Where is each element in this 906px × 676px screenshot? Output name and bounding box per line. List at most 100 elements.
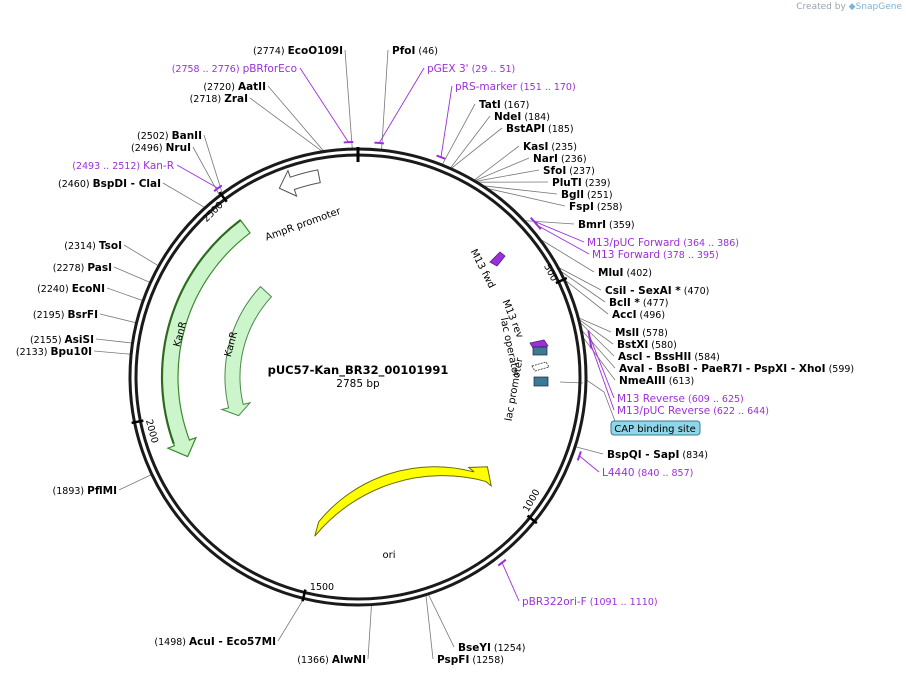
enzyme-leader-left-6 (123, 244, 160, 267)
enzyme-name: PspFI (437, 654, 469, 666)
enzyme-name: BspDI (93, 178, 127, 190)
enzyme-name: - XhoI (787, 363, 825, 375)
enzyme-name: AscI (618, 351, 643, 363)
primer-mark-8 (576, 451, 582, 461)
enzyme-leader-13 (557, 268, 606, 303)
bp-tick-label-1000: 1000 (521, 488, 543, 514)
enzyme-leader-4 (472, 145, 520, 182)
bp-tick-1500 (301, 589, 307, 602)
enzyme-name: - PaeR7I (690, 363, 743, 375)
enzyme-position: (477) (640, 298, 669, 309)
leader-lines (93, 49, 616, 660)
lac-promoter-label: lac promoter (504, 356, 526, 422)
credit-prefix: Created by (796, 2, 846, 12)
enzyme-position: (2496) (131, 143, 166, 154)
kanr-inner-arrow (220, 285, 273, 417)
primer-text: (151 .. 170) (517, 82, 576, 93)
enzyme-leader-12 (555, 265, 602, 291)
enzyme-name: FspI (569, 201, 594, 213)
enzyme-name: BclI * (609, 297, 640, 309)
primer-text: M13/pUC Reverse (617, 405, 710, 417)
ampr-promoter-label: AmpR promoter (264, 206, 343, 244)
enzyme-name: AsiSI (65, 334, 94, 346)
primer-label-prs-marker: pRS-marker (151 .. 170) (455, 81, 576, 93)
enzyme-label-bgli: BglI (251) (561, 189, 613, 201)
primer-label-pbr322ori-f: pBR322ori-F (1091 .. 1110) (522, 596, 658, 608)
enzyme-leader-11 (536, 236, 595, 273)
primer-mark-7 (588, 338, 593, 349)
m13-fwd-label: M13 fwd (468, 247, 497, 290)
enzyme-name: SfoI (543, 165, 566, 177)
enzyme-label-pasi: (2278) PasI (53, 262, 112, 274)
enzyme-label-acui: (1498) AcuI - Eco57MI (154, 636, 276, 648)
enzyme-name: - BssHII (643, 351, 692, 363)
primer-leader-0 (299, 67, 349, 143)
enzyme-leader-left-3 (203, 134, 224, 195)
enzyme-label-bcli: BclI * (477) (609, 297, 668, 309)
bp-tick-label-2500: 2500 (201, 200, 226, 225)
enzyme-name: MluI (598, 267, 623, 279)
primer-leader-7 (590, 343, 615, 411)
primer-mark-9 (497, 558, 507, 567)
primer-text: M13 Forward (592, 249, 660, 261)
bp-tick-500 (555, 276, 568, 285)
enzyme-leader-left-0 (344, 49, 353, 151)
enzyme-position: (359) (606, 220, 635, 231)
primer-leader-8 (579, 455, 600, 473)
enzyme-position: (402) (623, 268, 652, 279)
enzyme-label-acci: AccI (496) (612, 309, 665, 321)
primer-leader-9 (501, 562, 520, 602)
snapgene-credit: Created by ◆SnapGene (796, 2, 902, 12)
enzyme-name: - SexAI * (626, 285, 681, 297)
primer-text: L4440 (602, 467, 635, 479)
enzyme-name: BseYI (458, 642, 491, 654)
enzyme-name: CsiI (605, 285, 626, 297)
enzyme-leader-left-2 (249, 97, 325, 153)
primer-label-pgex-3-: pGEX 3' (29 .. 51) (427, 63, 515, 75)
enzyme-leader-left-10 (95, 338, 134, 344)
enzyme-leader-10 (522, 220, 575, 225)
enzyme-position: (2133) (16, 347, 51, 358)
enzyme-name: MslI (615, 327, 639, 339)
enzyme-leader-3 (449, 127, 503, 170)
enzyme-name: EcoNI (72, 283, 105, 295)
enzyme-position: (167) (501, 100, 530, 111)
enzyme-name: KasI (523, 141, 548, 153)
enzyme-name: PflMI (87, 485, 117, 497)
enzyme-label-ndei: NdeI (184) (494, 111, 550, 123)
enzyme-position: (236) (558, 154, 587, 165)
enzyme-label-asisi: (2155) AsiSI (30, 334, 94, 346)
credit-brand: SnapGene (855, 2, 902, 12)
primer-text: (378 .. 395) (660, 250, 719, 261)
primer-text: (29 .. 51) (469, 64, 516, 75)
enzyme-label-pluti: PluTI (239) (552, 177, 610, 189)
enzyme-position: (2195) (33, 310, 68, 321)
enzyme-name: BsrFI (67, 309, 98, 321)
bp-tick-1000 (526, 514, 538, 525)
enzyme-leader-left-1 (267, 85, 326, 153)
enzyme-name: - ClaI (127, 178, 161, 190)
enzyme-label-asci: AscI - BssHII (584) (618, 351, 720, 363)
enzyme-leader-left-14 (367, 603, 372, 660)
enzyme-leader-left-12 (118, 473, 153, 491)
primer-mark-1 (213, 184, 223, 192)
enzyme-label-nari: NarI (236) (533, 153, 587, 165)
enzyme-label-sfoi: SfoI (237) (543, 165, 595, 177)
bp-tick-2000 (131, 419, 144, 425)
plasmid-name: pUC57-Kan_BR32_00101991 (268, 363, 449, 378)
enzyme-leader-left-8 (106, 287, 145, 302)
ampr-promoter-arrow (278, 169, 321, 198)
primer-label-kan-r: (2493 .. 2512) Kan-R (72, 160, 174, 172)
bp-tick-2500 (218, 191, 228, 203)
enzyme-name: NdeI (494, 111, 521, 123)
primer-leader-1 (176, 164, 219, 189)
enzyme-label-msli: MslI (578) (615, 327, 668, 339)
enzyme-leader-15 (576, 316, 612, 333)
primer-mark-2 (374, 141, 385, 145)
enzyme-position: (2240) (37, 284, 72, 295)
enzyme-name: BmrI (578, 219, 606, 231)
cap-leader (584, 378, 616, 422)
enzyme-name: BanII (172, 130, 202, 142)
primer-leader-4 (533, 220, 585, 243)
enzyme-leader-14 (561, 277, 609, 315)
